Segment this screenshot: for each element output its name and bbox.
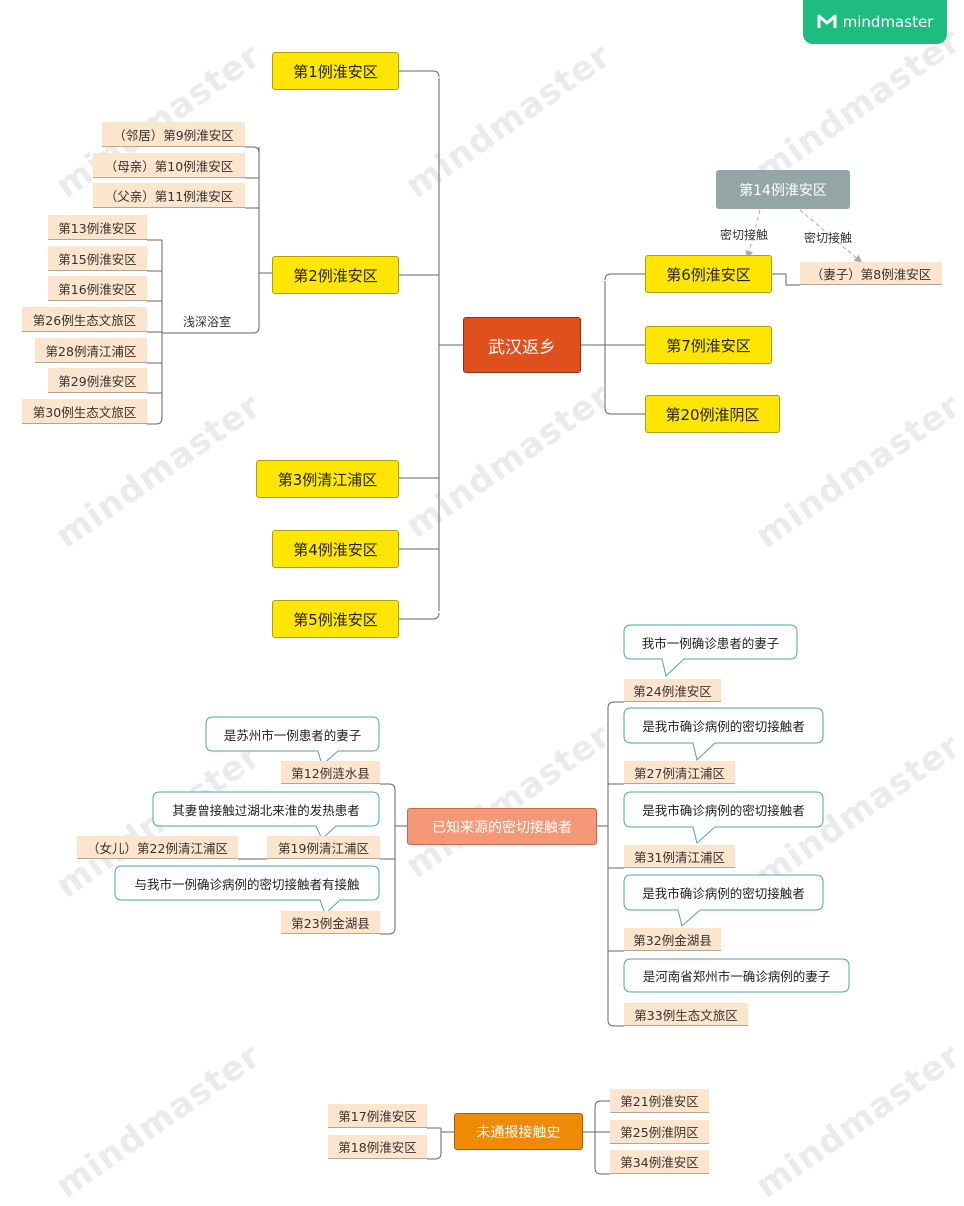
leaf-case25[interactable]: 第25例淮阴区	[610, 1120, 709, 1144]
bath-label: 浅深浴室	[183, 315, 232, 329]
node-case1[interactable]: 第1例淮安区	[272, 52, 399, 90]
leaf-case21[interactable]: 第21例淮安区	[610, 1089, 709, 1113]
leaf-wife-case8[interactable]: （妻子）第8例淮安区	[800, 262, 942, 285]
node-case7[interactable]: 第7例淮安区	[645, 326, 772, 364]
watermark: mindmaster	[398, 715, 619, 887]
leaf-mother-case10[interactable]: （母亲）第10例淮安区	[93, 153, 245, 178]
note-case23: 与我市一例确诊病例的密切接触者有接触	[134, 876, 360, 892]
node-case6[interactable]: 第6例淮安区	[645, 255, 772, 293]
leaf-case30[interactable]: 第30例生态文旅区	[22, 399, 147, 424]
watermark: mindmaster	[748, 1035, 964, 1206]
note-case19: 其妻曾接触过湖北来淮的发热患者	[172, 802, 360, 818]
leaf-case18[interactable]: 第18例淮安区	[328, 1135, 427, 1159]
note-case24: 我市一例确诊患者的妻子	[641, 635, 780, 651]
mindmaster-logo: mindmaster	[803, 0, 947, 44]
note-case33: 是河南省郑州市一确诊病例的妻子	[642, 969, 831, 984]
center-wuhan-return[interactable]: 武汉返乡	[463, 317, 581, 373]
contact-label-2: 密切接触	[804, 231, 853, 245]
node-case20[interactable]: 第20例淮阴区	[645, 395, 780, 433]
leaf-case24[interactable]: 第24例淮安区	[624, 679, 721, 702]
leaf-father-case11[interactable]: （父亲）第11例淮安区	[93, 183, 245, 208]
node-case4[interactable]: 第4例淮安区	[272, 530, 399, 568]
note-case12: 是苏州市一例患者的妻子	[223, 727, 362, 743]
leaf-neighbor-case9[interactable]: （邻居）第9例淮安区	[102, 122, 245, 147]
watermark: mindmaster	[748, 385, 964, 557]
note-case32: 是我市确诊病例的密切接触者	[642, 886, 805, 901]
mindmaster-logo-icon	[817, 14, 837, 30]
center-known-contacts[interactable]: 已知来源的密切接触者	[407, 808, 597, 845]
leaf-case28[interactable]: 第28例清江浦区	[35, 338, 147, 363]
leaf-case33[interactable]: 第33例生态文旅区	[624, 1003, 748, 1026]
leaf-daughter-case22[interactable]: （女儿）第22例清江浦区	[77, 836, 238, 859]
leaf-case12[interactable]: 第12例涟水县	[281, 761, 380, 784]
node-case3[interactable]: 第3例清江浦区	[256, 460, 399, 498]
leaf-case15[interactable]: 第15例淮安区	[48, 246, 147, 271]
contact-label-1: 密切接触	[720, 228, 769, 242]
leaf-case26[interactable]: 第26例生态文旅区	[22, 307, 147, 332]
note-case31: 是我市确诊病例的密切接触者	[642, 803, 805, 818]
leaf-case16[interactable]: 第16例淮安区	[48, 276, 147, 301]
logo-text: mindmaster	[842, 13, 934, 31]
center-no-contact-history[interactable]: 未通报接触史	[454, 1113, 583, 1150]
leaf-case13[interactable]: 第13例淮安区	[48, 215, 147, 240]
leaf-case29[interactable]: 第29例淮安区	[48, 368, 147, 393]
leaf-case27[interactable]: 第27例清江浦区	[624, 761, 735, 784]
leaf-case32[interactable]: 第32例金湖县	[624, 928, 721, 951]
watermark: mindmaster	[48, 1035, 269, 1206]
watermark: mindmaster	[748, 20, 964, 192]
leaf-case31[interactable]: 第31例清江浦区	[624, 845, 735, 868]
leaf-case34[interactable]: 第34例淮安区	[610, 1150, 709, 1174]
node-case5[interactable]: 第5例淮安区	[272, 600, 399, 638]
note-case27: 是我市确诊病例的密切接触者	[642, 719, 805, 734]
node-case2[interactable]: 第2例淮安区	[272, 256, 399, 294]
leaf-case19[interactable]: 第19例清江浦区	[267, 836, 380, 859]
leaf-case23[interactable]: 第23例金湖县	[281, 911, 380, 934]
watermark: mindmaster	[398, 35, 619, 207]
watermark: mindmaster	[398, 375, 619, 547]
node-case14[interactable]: 第14例淮安区	[716, 170, 850, 209]
leaf-case17[interactable]: 第17例淮安区	[328, 1104, 427, 1128]
